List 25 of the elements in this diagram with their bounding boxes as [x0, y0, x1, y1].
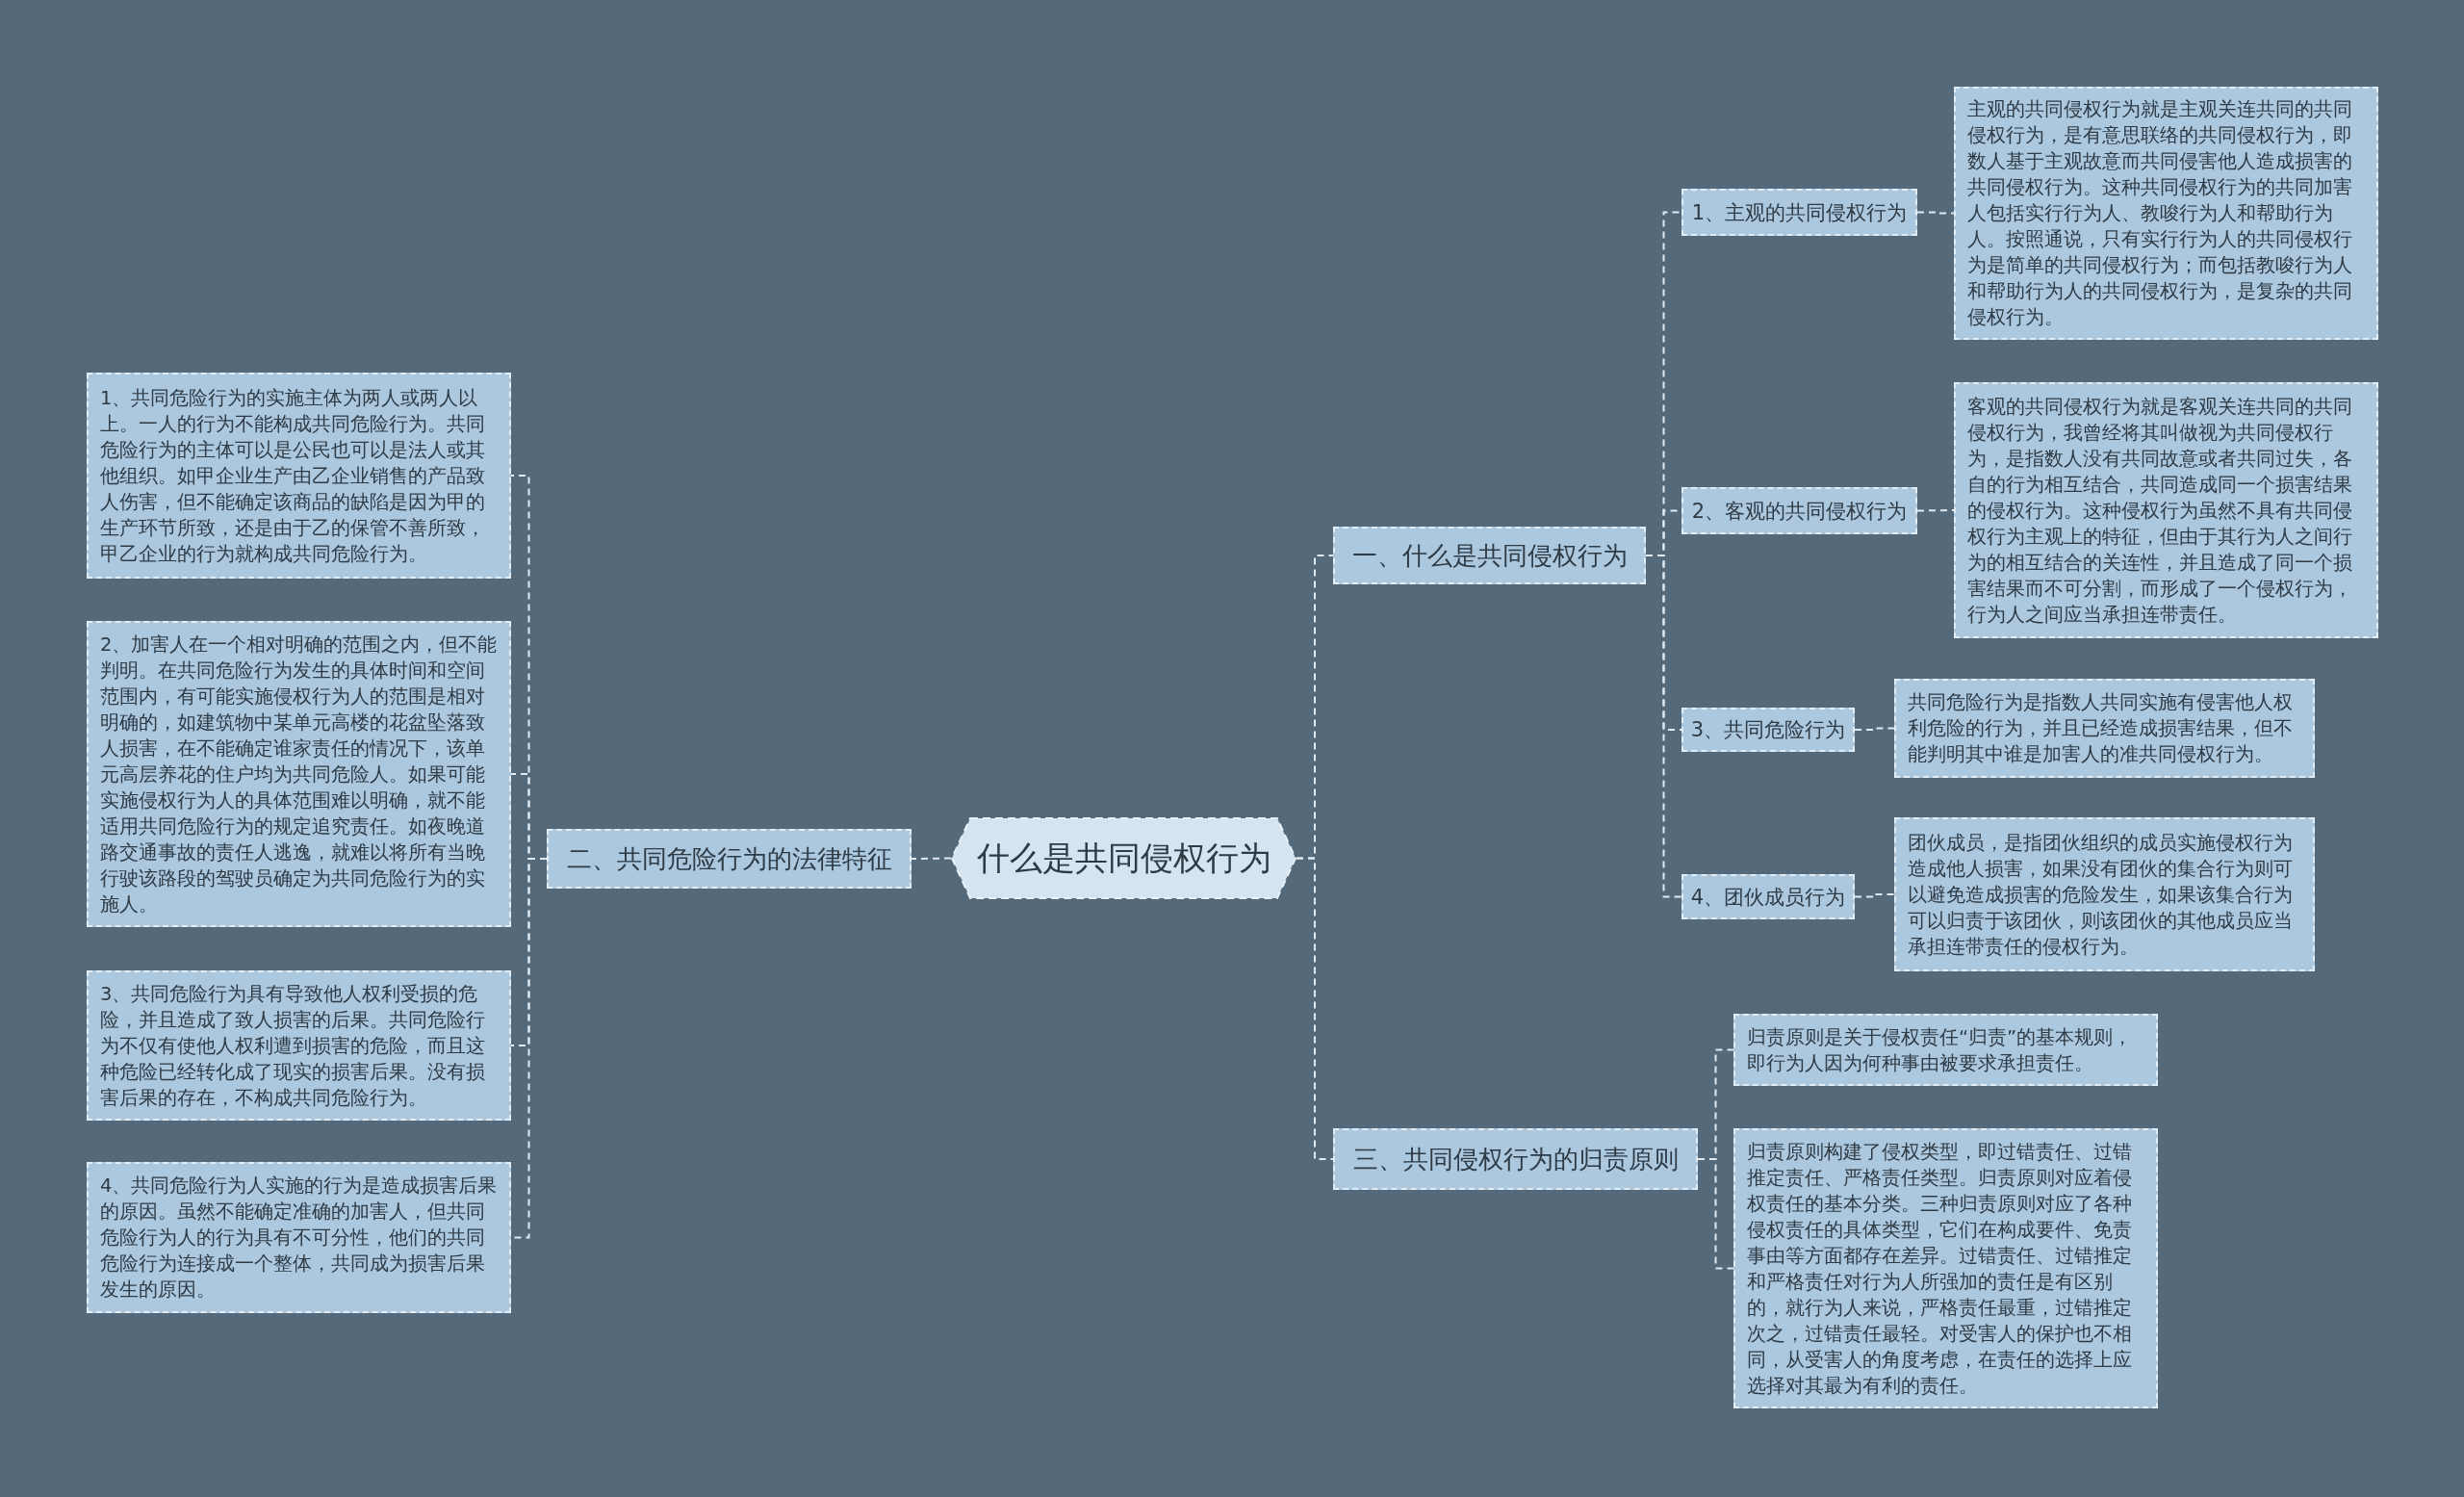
- text-box: 4、共同危险行为人实施的行为是造成损害后果的原因。虽然不能确定准确的加害人，但共同危险行为人的行为具有不可分性，他们的共同危险行为连接成一个整体，共同成为损害后果发生的原因。: [87, 1162, 511, 1313]
- subtopic-box: 2、客观的共同侵权行为: [1681, 487, 1917, 534]
- connector-line: [1916, 509, 1955, 512]
- text-box: 归责原则是关于侵权责任“归责”的基本规则，即行为人因为何种事由被要求承担责任。: [1733, 1014, 2158, 1086]
- connector-line: [1916, 211, 1955, 215]
- connector-line: [1296, 857, 1334, 1160]
- branch-box: 二、共同危险行为的法律特征: [547, 829, 911, 889]
- text-box: 团伙成员，是指团伙组织的成员实施侵权行为造成他人损害，如果没有团伙的集合行为则可以避免造成损害的危险发生，如果该集合行为可以归责于该团伙，则该团伙的其他成员应当承担连带责任的侵权行为。: [1894, 817, 2315, 971]
- text-box: 3、共同危险行为具有导致他人权利受损的危险，并且造成了致人损害的后果。共同危险行为不仅有使他人权利遭到损害的危险，而且这种危险已经转化成了现实的损害后果。没有损害后果的存在，不构成共同危险行为。: [87, 970, 511, 1121]
- connector-line: [1854, 727, 1895, 731]
- text-box: 归责原则构建了侵权类型，即过错责任、过错推定责任、严格责任类型。归责原则对应着侵权责任的基本分类。三种归责原则对应了各种侵权责任的具体类型，它们在构成要件、免责事由等方面都存在差异。过错责任、过错推定和严格责任对行为人所强加的责任是有区别的，就行为人来说，严格责任最重，过错推定次之，过错责任最轻。对受害人的保护也不相同，从受害人的角度考虑，在责任的选择上应选择对其最为有利的责任。: [1733, 1128, 2158, 1408]
- branch-box: 一、什么是共同侵权行为: [1333, 527, 1646, 584]
- connector-line: [1854, 893, 1895, 898]
- subtopic-box: 3、共同危险行为: [1681, 708, 1855, 752]
- subtopic-box: 4、团伙成员行为: [1681, 874, 1855, 919]
- text-box: 主观的共同侵权行为就是主观关连共同的共同侵权行为，是有意思联络的共同侵权行为，即数人基于主观故意而共同侵害他人造成损害的共同侵权行为。这种共同侵权行为的共同加害人包括实行行为人、教唆行为人和帮助行为人。按照通说，只有实行行为人的共同侵权行为是简单的共同侵权行为；而包括教唆行为人和帮助行为人的共同侵权行为，是复杂的共同侵权行为。: [1954, 87, 2378, 340]
- text-box: 2、加害人在一个相对明确的范围之内，但不能判明。在共同危险行为发生的具体时间和空间范围内，有可能实施侵权行为人的范围是相对明确的，如建筑物中某单元高楼的花盆坠落致人损害，在不能确定谁家责任的情况下，该单元高层养花的住户均为共同危险人。如果可能实施侵权行为人的具体范围难以明确，就不能适用共同危险行为的规定追究责任。如夜晚道路交通事故的责任人逃逸，就难以将所有当晚行驶该路段的驾驶员确定为共同危险行为的实施人。: [87, 621, 511, 927]
- connector-line: [911, 857, 952, 860]
- subtopic-box: 1、主观的共同侵权行为: [1681, 189, 1917, 236]
- topic-hexagon: 什么是共同侵权行为: [951, 817, 1296, 899]
- connector-line: [1697, 1158, 1734, 1270]
- text-box: 共同危险行为是指数人共同实施有侵害他人权利危险的行为，并且已经造成损害结果，但不能判明其中谁是加害人的准共同侵权行为。: [1894, 679, 2315, 778]
- text-box: 客观的共同侵权行为就是客观关连共同的共同侵权行为，我曾经将其叫做视为共同侵权行为，是指数人没有共同故意或者共同过失，各自的行为相互结合，共同造成同一个损害结果的侵权行为。这种侵权行为虽然不具有共同侵权行为主观上的特征，但由于其行为人之间行为的相互结合的关连性，并且造成了同一个损害结果而不可分割，而形成了一个侵权行为，行为人之间应当承担连带责任。: [1954, 382, 2378, 638]
- branch-box: 三、共同侵权行为的归责原则: [1333, 1128, 1698, 1190]
- text-box: 1、共同危险行为的实施主体为两人或两人以上。一人的行为不能构成共同危险行为。共同危险行为的主体可以是公民也可以是法人或其他组织。如甲企业生产由乙企业销售的产品致人伤害，但不能确定该商品的缺陷是因为甲的生产环节所致，还是由于乙的保管不善所致，甲乙企业的行为就构成共同危险行为。: [87, 373, 511, 579]
